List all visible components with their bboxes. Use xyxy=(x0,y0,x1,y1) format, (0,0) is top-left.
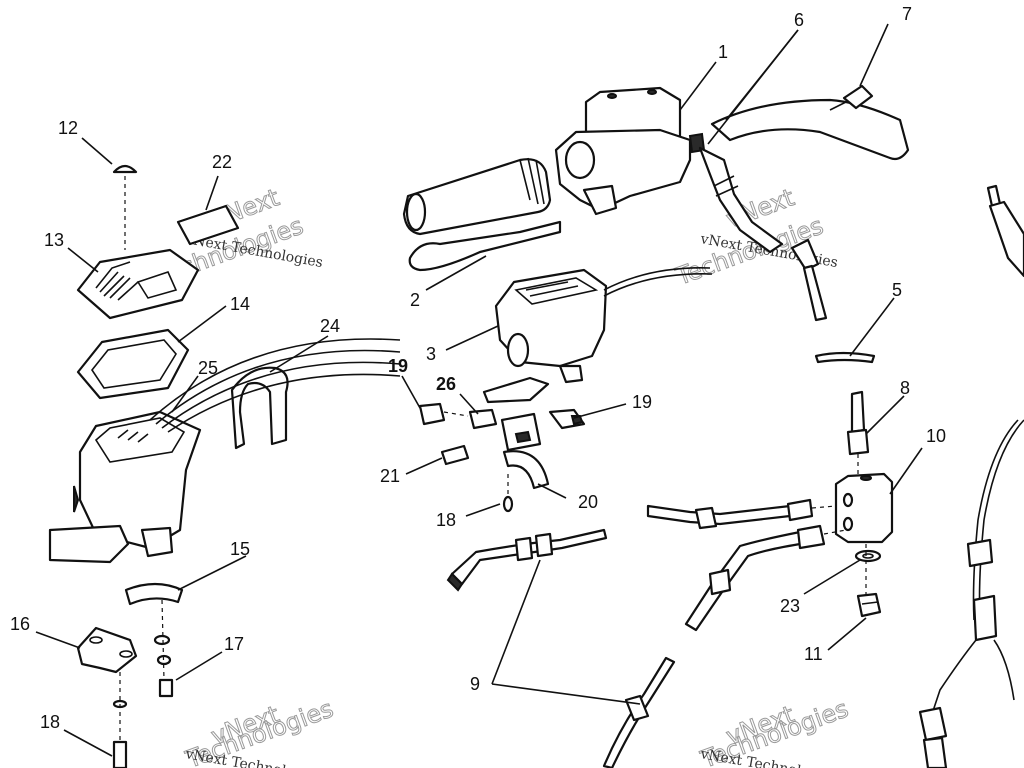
callout-19: 19 xyxy=(632,392,652,412)
part-24-wire-tie xyxy=(149,338,401,450)
part-23-washer xyxy=(854,544,882,596)
callout-16: 16 xyxy=(10,614,30,634)
part-22-decal xyxy=(176,204,240,246)
callout-25: 25 xyxy=(198,358,218,378)
callout-26: 26 xyxy=(436,374,456,394)
part-19-block-left xyxy=(418,402,469,426)
callout-1: 1 xyxy=(718,42,728,62)
callout-8: 8 xyxy=(900,378,910,398)
callout-23: 23 xyxy=(780,596,800,616)
callout-3: 3 xyxy=(426,344,436,364)
callout-17: 17 xyxy=(224,634,244,654)
callout-12: 12 xyxy=(58,118,78,138)
callout-13: 13 xyxy=(44,230,64,250)
part-6-hose-fitting xyxy=(698,98,910,254)
callout-20: 20 xyxy=(578,492,598,512)
part-right-cable xyxy=(918,184,1024,768)
part-brake-lines xyxy=(646,498,847,632)
part-20-throttle-lever xyxy=(500,412,550,490)
part-18-screw xyxy=(502,470,514,513)
part-26-pad xyxy=(468,408,498,430)
part-2-brake-lever xyxy=(408,220,562,272)
callout-15: 15 xyxy=(230,539,250,559)
callout-10: 10 xyxy=(926,426,946,446)
part-16-clamp xyxy=(76,626,138,674)
callout-18: 18 xyxy=(40,712,60,732)
part-9-brake-hose xyxy=(446,528,676,768)
part-18-bolt xyxy=(112,672,128,768)
callout-11: 11 xyxy=(804,644,823,664)
callout-24: 24 xyxy=(320,316,340,336)
callout-21: 21 xyxy=(380,466,400,486)
callout-2: 2 xyxy=(410,290,420,310)
part-15-shim xyxy=(124,582,184,606)
part-7-fitting xyxy=(829,84,874,111)
callout-labels: 12 22 13 14 24 25 15 16 17 18 1 2 3 6 7 … xyxy=(10,4,946,732)
part-21-shim xyxy=(440,444,470,466)
part-14-gasket xyxy=(76,328,190,400)
part-8-fitting xyxy=(846,390,870,478)
leader-lines xyxy=(35,23,923,757)
callout-18: 18 xyxy=(436,510,456,530)
part-12-screw xyxy=(112,164,138,250)
part-5-clip xyxy=(814,351,876,364)
part-3-switch-housing xyxy=(482,267,713,404)
callout-6: 6 xyxy=(794,10,804,30)
callout-22: 22 xyxy=(212,152,232,172)
part-10-junction-block xyxy=(834,472,894,544)
callout-14: 14 xyxy=(230,294,250,314)
part-1-master-cylinder-grip xyxy=(402,86,706,236)
part-line-fitting xyxy=(790,238,828,322)
watermark-group: vNext Technologies vNext Technologies vN… xyxy=(151,183,852,768)
part-11-bolt xyxy=(856,592,882,618)
part-25-master-cylinder xyxy=(48,410,202,564)
callout-7: 7 xyxy=(902,4,912,24)
callout-5: 5 xyxy=(892,280,902,300)
part-17-bolt-washer xyxy=(153,599,174,698)
part-13-reservoir-cover xyxy=(76,248,200,320)
part-19-block-right xyxy=(548,408,586,430)
callout-9: 9 xyxy=(470,674,480,694)
callout-19: 19 xyxy=(388,356,408,376)
